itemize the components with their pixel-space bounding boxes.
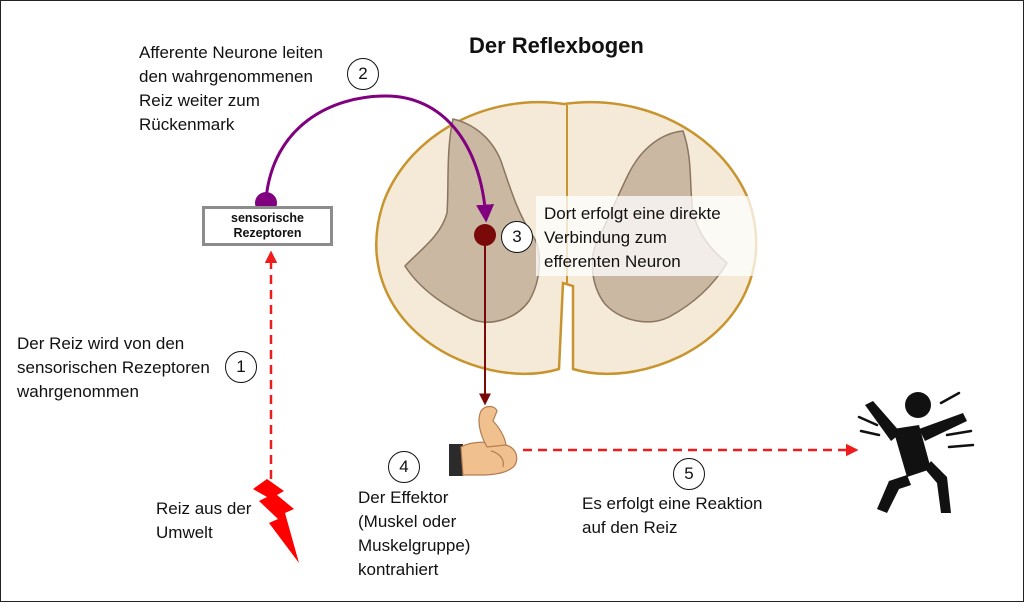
step-5-number: 5 (673, 458, 705, 490)
step-2-text: Afferente Neurone leiten den wahrgenomme… (139, 43, 323, 134)
step-3-text: Dort erfolgt eine direkte Verbindung zum… (544, 204, 721, 271)
diagram-title: Der Reflexbogen (469, 33, 644, 58)
step-5-text: Es erfolgt eine Reaktion auf den Reiz (582, 494, 763, 537)
step-4-text: Der Effektor (Muskel oder Muskelgruppe) … (358, 488, 471, 579)
lightning-bolt-icon (253, 479, 299, 563)
step-3-note-background (536, 196, 758, 276)
step-4-number: 4 (388, 451, 420, 483)
grey-matter-left-horn (404, 118, 541, 323)
sensory-receptor-box: sensorische Rezeptoren (202, 206, 333, 246)
flexed-arm-muscle-icon (449, 405, 518, 476)
afferent-neuron-arrow (264, 94, 495, 223)
stimulus-label: Reiz aus der Umwelt (156, 499, 252, 542)
shocked-person-icon (857, 391, 975, 513)
step-3-number: 3 (501, 221, 533, 253)
synapse-node (474, 224, 496, 246)
step-1-number: 1 (225, 351, 257, 383)
step-1-text: Der Reiz wird von den sensorischen Rezep… (17, 334, 210, 401)
step-2-number: 2 (347, 58, 379, 90)
